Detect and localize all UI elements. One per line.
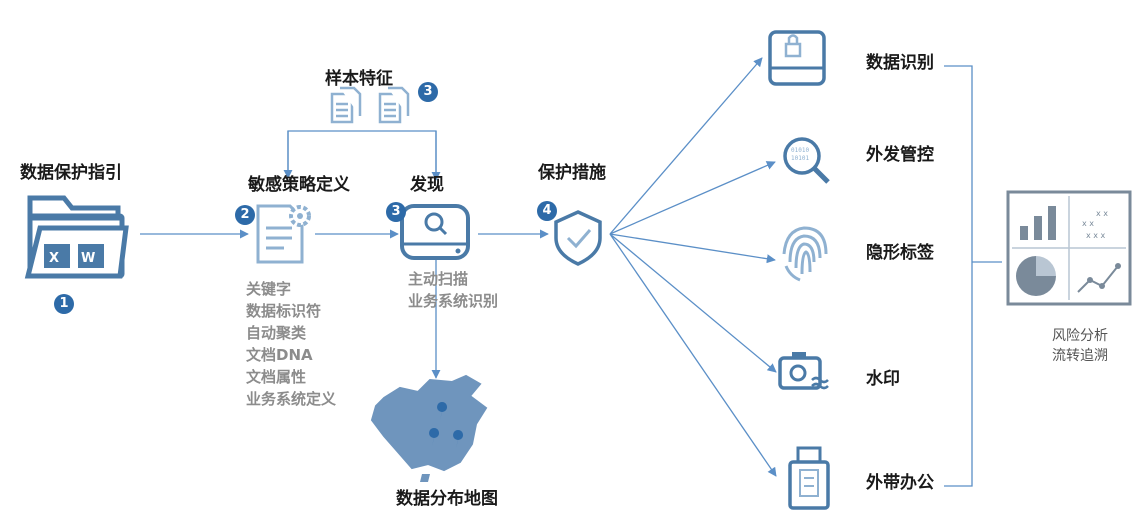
- watermark-camera-icon: [778, 352, 829, 390]
- discover-item: 业务系统识别: [408, 292, 499, 310]
- analysis-line-2: 流转追溯: [1052, 348, 1108, 364]
- svg-text:10101: 10101: [791, 155, 809, 162]
- outbound-control-magnifier-icon: 01010 10101: [783, 137, 830, 184]
- data-identify-disk-lock-icon: [768, 30, 826, 86]
- discover-title: 发现: [410, 175, 444, 195]
- step-badge-4: 4: [537, 201, 557, 221]
- svg-text:X: X: [49, 251, 59, 266]
- step-badge-sample: 3: [418, 82, 438, 102]
- svg-text:x x: x x: [1096, 209, 1108, 218]
- measure-label-5: 外带办公: [866, 473, 934, 493]
- discover-disk-search-icon: [400, 204, 470, 260]
- hidden-label-fingerprint-icon: [782, 226, 828, 282]
- measure-label-2: 外发管控: [866, 145, 934, 165]
- policy-item: 文档属性: [246, 368, 307, 386]
- map-title: 数据分布地图: [396, 489, 498, 509]
- policy-item: 文档DNA: [246, 346, 313, 364]
- mobile-office-usb-icon: [788, 446, 830, 510]
- step-badge-1: 1: [54, 294, 74, 314]
- arrow-protect-to-measure-4: [609, 233, 777, 373]
- discover-item: 主动扫描: [408, 270, 469, 288]
- measure-label-3: 隐形标签: [866, 243, 934, 263]
- step-badge-3: 3: [386, 202, 406, 222]
- policy-title: 敏感策略定义: [248, 175, 350, 195]
- shield-check-icon: [554, 210, 602, 266]
- protect-title: 保护措施: [538, 163, 606, 183]
- china-map-icon: [370, 374, 488, 482]
- start-title: 数据保护指引: [20, 163, 122, 183]
- discover-items: 主动扫描 业务系统识别: [408, 268, 498, 312]
- svg-text:x x x: x x x: [1086, 231, 1106, 240]
- arrow-protect-to-measure-3: [609, 233, 776, 264]
- analysis-line-1: 风险分析: [1052, 328, 1108, 344]
- arrow-protect-to-measure-5: [609, 233, 777, 477]
- sample-title: 样本特征: [325, 69, 393, 89]
- measure-label-4: 水印: [866, 369, 900, 389]
- step-badge-2: 2: [235, 205, 255, 225]
- policy-item: 自动聚类: [246, 324, 307, 342]
- policy-items: 关键字 数据标识符 自动聚类 文档DNA 文档属性 业务系统定义: [246, 278, 336, 410]
- svg-text:W: W: [81, 251, 95, 266]
- analysis-label: 风险分析 流转追溯: [1052, 326, 1108, 366]
- arrow-protect-to-measure-2: [609, 161, 776, 235]
- svg-text:x x: x x: [1082, 219, 1094, 228]
- folder-icon: X W: [24, 195, 129, 279]
- analysis-dashboard-icon: x x x x x x x: [1006, 190, 1132, 306]
- arrow-protect-to-measure-1: [609, 57, 763, 235]
- measure-label-1: 数据识别: [866, 53, 934, 73]
- svg-text:01010: 01010: [791, 147, 809, 154]
- policy-item: 业务系统定义: [246, 390, 337, 408]
- policy-doc-gear-icon: [256, 204, 311, 264]
- policy-item: 关键字: [246, 280, 292, 298]
- right-bracket: [944, 65, 1002, 487]
- connectors: [140, 57, 1002, 487]
- policy-item: 数据标识符: [246, 302, 322, 320]
- sample-docs-icon: [330, 86, 410, 124]
